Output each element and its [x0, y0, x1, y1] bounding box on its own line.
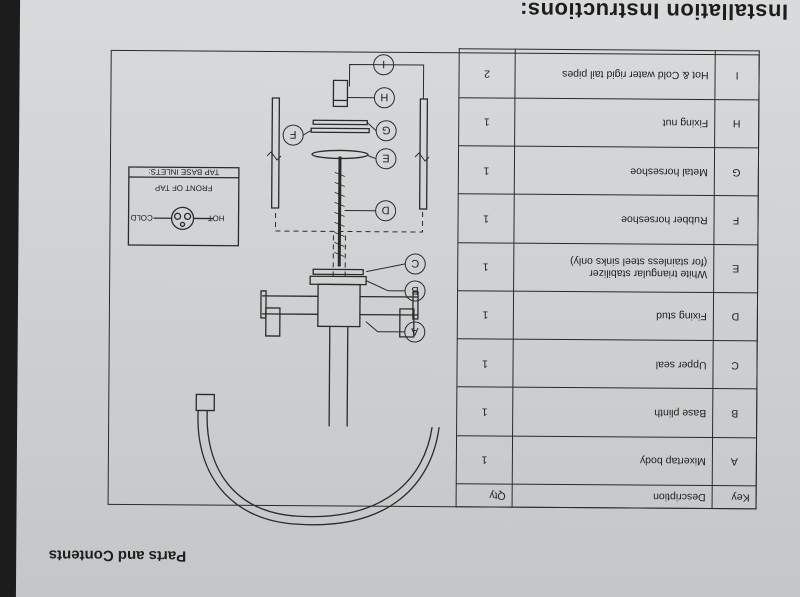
- tail-pipe-right: [270, 97, 281, 209]
- fixing-stud: [337, 156, 342, 267]
- callout-e: E: [382, 152, 389, 164]
- callout-g: G: [382, 124, 391, 136]
- callout-h: H: [380, 91, 388, 103]
- inlets-front: FRONT OF TAP: [155, 183, 213, 192]
- callout-c: C: [411, 257, 419, 269]
- rubber-horseshoe: [310, 127, 370, 134]
- tap-body: [317, 283, 361, 328]
- inlets-cold: COLD: [130, 213, 153, 222]
- triangular-stabilizer: [311, 149, 369, 160]
- exploded-tap-diagram: A B C D E F G H I TAP BASE INLETS: FRONT…: [127, 54, 440, 526]
- spout: [206, 410, 433, 518]
- inlets-box: [127, 166, 240, 247]
- callout-i: I: [382, 58, 385, 70]
- tail-pipe-left: [418, 98, 429, 210]
- callout-f: F: [289, 128, 296, 140]
- upside-down-page: Installation Instructions: Parts and Con…: [16, 0, 800, 580]
- inlets-title: TAP BASE INLETS:: [148, 167, 219, 176]
- callout-b: B: [411, 284, 418, 296]
- handle-left: [359, 291, 419, 320]
- upper-seal: [312, 268, 364, 276]
- instruction-sheet: Installation Instructions: Parts and Con…: [15, 0, 800, 597]
- fixing-nut: [332, 79, 349, 108]
- metal-horseshoe: [312, 119, 368, 126]
- spout-nozzle: [195, 393, 215, 412]
- callout-d: D: [382, 204, 390, 216]
- base-plinth: [309, 275, 367, 286]
- inlets-hot: HOT: [208, 214, 225, 223]
- handle-right: [260, 290, 319, 319]
- callout-a: A: [410, 325, 418, 337]
